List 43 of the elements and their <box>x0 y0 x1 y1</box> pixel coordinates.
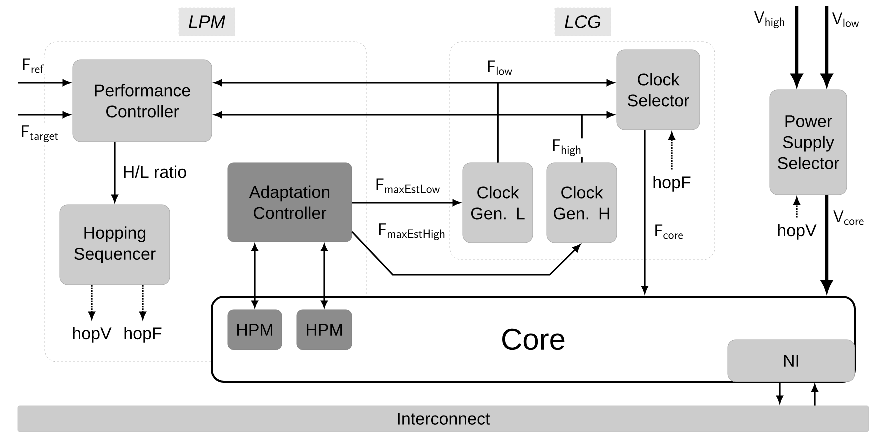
interconnect-bar: Interconnect <box>18 406 869 432</box>
arrow <box>776 382 784 404</box>
edge-label: $\mathsf{F_{maxEstHigh}}$ <box>377 222 448 242</box>
arrow <box>497 80 614 163</box>
arrow <box>794 198 800 218</box>
edge-label: H/L ratio <box>122 164 188 180</box>
arrow <box>140 285 146 320</box>
arrow <box>321 244 328 308</box>
arrow <box>642 130 648 294</box>
edge-label: $\mathsf{F_{low}}$ <box>486 60 514 76</box>
process-box: Power Supply Selector <box>770 90 848 196</box>
process-box: Hopping Sequencer <box>60 204 170 286</box>
edge-label: $\mathsf{F_{core}}$ <box>653 224 685 240</box>
arrow <box>352 231 581 276</box>
arrow <box>252 244 258 308</box>
arrow <box>112 142 118 202</box>
process-box: HPM <box>228 310 282 350</box>
edge-label: $\mathsf{V_{core}}$ <box>832 210 866 226</box>
process-box: Performance Controller <box>72 60 212 142</box>
edge-label: $\mathsf{V_{low}}$ <box>831 12 861 28</box>
process-box: Clock Selector <box>616 50 700 130</box>
process-box: Clock Gen. H <box>546 162 618 244</box>
process-box: Adaptation Controller <box>228 162 352 242</box>
arrow <box>18 112 70 118</box>
arrow <box>668 132 676 170</box>
group-heading: LCG <box>554 8 612 36</box>
arrow <box>18 80 70 86</box>
edge-label: $\mathsf{F_{ref}}$ <box>20 58 46 74</box>
process-box: HPM <box>296 310 352 350</box>
process-box: NI <box>728 340 856 382</box>
arrow <box>812 384 818 406</box>
signal-label: hopV <box>73 327 112 343</box>
edge-label: $\mathsf{F_{target}}$ <box>20 124 60 144</box>
edge-label: $\mathsf{F_{maxEstLow}}$ <box>374 178 442 194</box>
arrow <box>352 200 460 206</box>
edge-label: $\mathsf{V_{high}}$ <box>753 10 787 30</box>
arrow <box>88 285 96 320</box>
group-heading: LPM <box>178 8 236 36</box>
process-box: Clock Gen. L <box>462 162 534 244</box>
signal-label: hopF <box>654 176 691 192</box>
edge-label: $\mathsf{F_{high}}$ <box>550 138 584 158</box>
signal-label: hopV <box>778 224 817 240</box>
signal-label: hopF <box>124 327 162 343</box>
